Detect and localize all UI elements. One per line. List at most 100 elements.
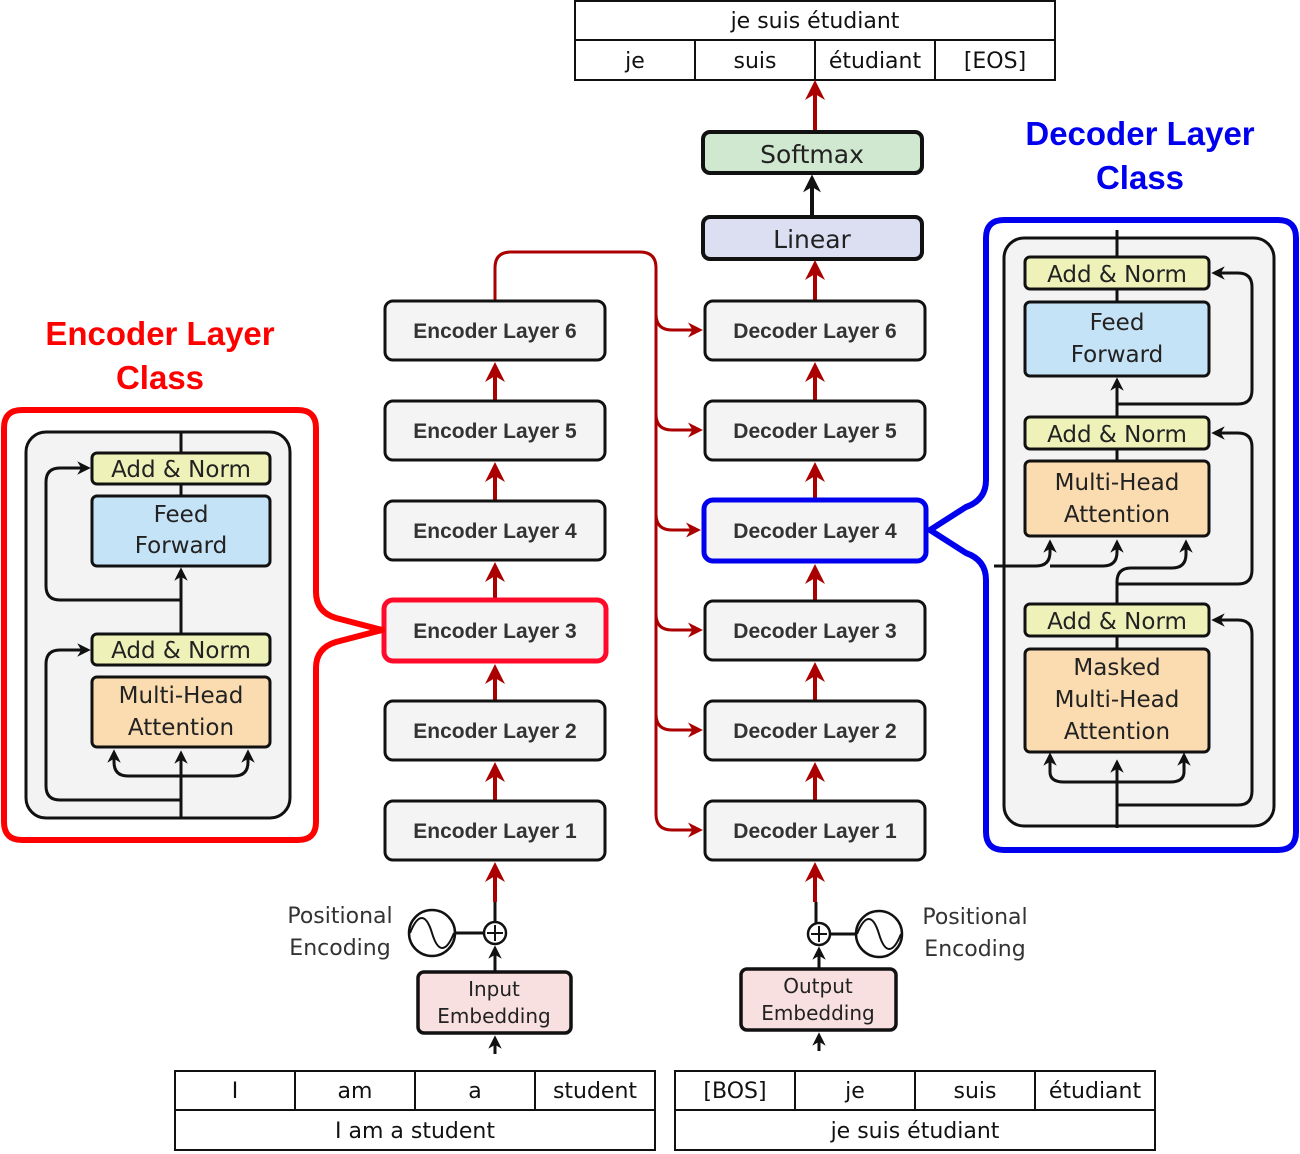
decoder-layer-1[interactable]: Decoder Layer 1 [703,799,927,862]
decoder-input-token: je [844,1079,865,1104]
feed-forward-label: Forward [135,533,228,559]
input-token: a [468,1079,481,1104]
attention-label: Attention [1064,502,1170,528]
encoder-layer-4[interactable]: Encoder Layer 4 [383,499,607,562]
encoder-layer-1[interactable]: Encoder Layer 1 [383,799,607,862]
input-token: student [553,1079,637,1104]
encoder-layer-label: Encoder Layer 4 [413,520,577,543]
decoder-input-token: [BOS] [703,1079,766,1104]
encoder-layer-3-highlighted[interactable]: Encoder Layer 3 [381,597,609,664]
decoder-layer-3[interactable]: Decoder Layer 3 [703,599,927,662]
encoder-class-callout: Encoder Layer Class Add & Norm Feed Forw… [1,315,385,843]
attention-label: Attention [128,715,234,741]
encoder-residual-arrow [44,643,181,802]
decoder-residual-arrow [1117,613,1254,807]
encoder-feed-forward: Feed Forward [90,494,272,568]
add-norm-label: Add & Norm [1047,609,1187,635]
output-token: suis [734,49,777,74]
encoder-class-frame [24,430,292,820]
positional-encoding-label: Positional [287,904,392,929]
encoder-add-norm-top: Add & Norm [90,451,272,486]
encoder-class-title: Encoder Layer [45,315,274,352]
encoder-layer-label: Encoder Layer 1 [413,820,577,843]
decoder-class-callout: Decoder Layer Class Add & Norm [927,115,1299,853]
decoder-add-norm-bottom: Add & Norm [1023,602,1211,638]
embedding-label: Embedding [761,1001,874,1025]
add-circle-icon [482,920,508,946]
decoder-masked-attention: Masked Multi-Head Attention [1023,647,1211,754]
decoder-layer-label: Decoder Layer 6 [733,320,896,343]
encoder-add-norm-bottom: Add & Norm [90,632,272,667]
decoder-class-title: Class [1096,159,1184,196]
decoder-input-sentence: je suis étudiant [830,1119,1000,1144]
decoder-layer-label: Decoder Layer 2 [733,720,896,743]
output-sentence: je suis étudiant [730,9,900,34]
encoder-layer-5[interactable]: Encoder Layer 5 [383,399,607,462]
output-token: [EOS] [964,49,1026,74]
decoder-layer-label: Decoder Layer 3 [733,620,896,643]
attention-label: Multi-Head [1055,470,1180,496]
output-token: je [624,49,645,74]
encoder-input-section: Positional Encoding Input Embedding [287,902,573,1054]
positional-encoding-label: Encoding [924,937,1025,962]
encoder-layer-label: Encoder Layer 6 [413,320,576,343]
feed-forward-label: Forward [1071,342,1164,368]
decoder-layer-4-highlighted[interactable]: Decoder Layer 4 [701,497,929,564]
input-token: I [232,1079,239,1104]
add-norm-label: Add & Norm [111,457,251,483]
encoder-layer-6[interactable]: Encoder Layer 6 [383,299,607,362]
add-norm-label: Add & Norm [111,638,251,664]
decoder-residual-arrow [1117,266,1254,406]
decoder-layer-label: Decoder Layer 5 [733,420,897,443]
sine-wave-icon [854,909,904,959]
bus-arrow-decoder-4 [654,513,701,538]
encoder-layer-2[interactable]: Encoder Layer 2 [383,699,607,762]
linear-label: Linear [773,225,851,254]
embedding-label: Embedding [437,1004,550,1028]
attention-label: Masked [1073,655,1160,681]
positional-encoding-label: Positional [922,905,1027,930]
decoder-add-norm-mid: Add & Norm [1023,415,1211,451]
attention-label: Multi-Head [1055,687,1180,713]
decoder-layer-5[interactable]: Decoder Layer 5 [703,399,927,462]
output-embedding-block: Output Embedding [739,967,898,1032]
decoder-class-title: Decoder Layer [1025,115,1254,152]
add-norm-label: Add & Norm [1047,422,1187,448]
bus-arrow-decoder-3 [654,613,703,638]
decoder-input-section: Positional Encoding Output Embedding [739,902,1028,1051]
embedding-label: Input [468,977,520,1001]
decoder-layer-2[interactable]: Decoder Layer 2 [703,699,927,762]
input-token: am [338,1079,373,1104]
encoder-residual-arrow [44,461,181,602]
decoder-input-token: suis [954,1079,997,1104]
attention-label: Attention [1064,719,1170,745]
encoder-input-token-table: I am a student I am a student [174,1070,656,1151]
encoder-layer-label: Encoder Layer 2 [413,720,576,743]
input-embedding-block: Input Embedding [416,970,573,1035]
decoder-input-token-table: [BOS] je suis étudiant je suis étudiant [674,1070,1156,1151]
decoder-add-norm-top: Add & Norm [1023,255,1211,291]
encoder-layer-label: Encoder Layer 3 [413,620,576,643]
input-sentence: I am a student [335,1119,495,1144]
bus-arrow-decoder-6 [654,313,703,338]
embedding-label: Output [783,974,853,998]
softmax-block: Softmax [701,130,924,175]
output-token: étudiant [829,49,922,74]
encoder-layer-label: Encoder Layer 5 [413,420,577,443]
linear-block: Linear [701,215,924,261]
positional-encoding-label: Encoding [289,936,390,961]
decoder-stack: Decoder Layer 6 Decoder Layer 5 Decoder … [701,260,929,902]
decoder-feed-forward: Feed Forward [1023,300,1211,378]
encoder-output-bus [493,250,703,838]
encoder-stack: Encoder Layer 6 Encoder Layer 5 Encoder … [381,299,609,902]
softmax-label: Softmax [760,140,864,169]
encoder-class-title: Class [116,359,204,396]
decoder-layer-6[interactable]: Decoder Layer 6 [703,299,927,362]
encoder-multi-head-attention: Multi-Head Attention [90,675,272,749]
encoder-memory-input [994,539,1057,568]
sine-wave-icon [407,908,457,958]
bus-arrow-decoder-2 [654,713,703,738]
feed-forward-label: Feed [1090,310,1145,336]
add-norm-label: Add & Norm [1047,262,1187,288]
feed-forward-label: Feed [154,502,209,528]
